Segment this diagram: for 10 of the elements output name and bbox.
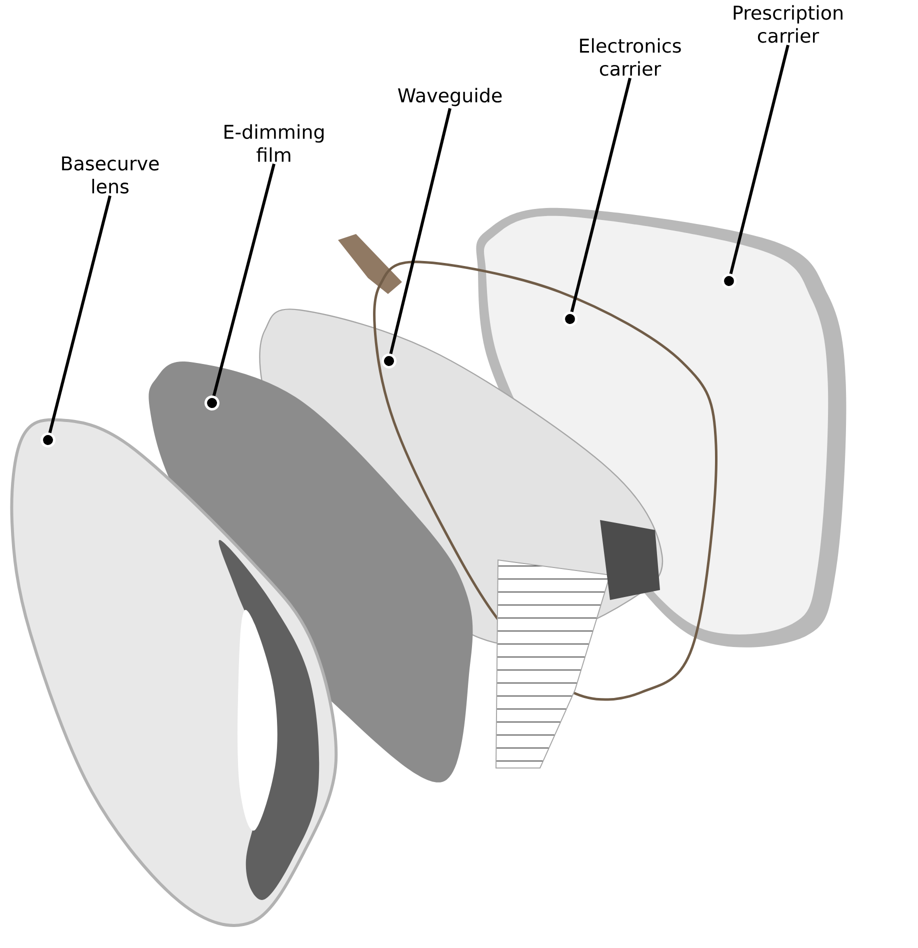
leader-line <box>562 78 632 326</box>
leader-line <box>722 44 790 288</box>
callout-label: Waveguide <box>398 88 502 106</box>
leader-line <box>40 195 112 448</box>
callout-label: Electronics carrier <box>580 38 681 76</box>
leader-line <box>382 108 452 368</box>
callout-label: Basecurve lens <box>62 156 159 194</box>
leader-line <box>204 164 276 410</box>
callout-label: E-dimming film <box>224 124 324 162</box>
callout-label: Prescription carrier <box>734 5 842 43</box>
